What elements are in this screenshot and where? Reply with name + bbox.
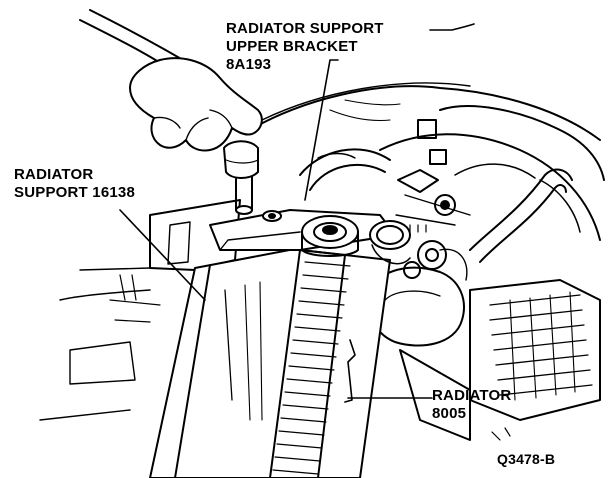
leader-bracket-top — [429, 23, 475, 31]
radiator-label-line1: RADIATOR — [432, 387, 512, 404]
radiator-label-line2: 8005 — [432, 405, 467, 422]
radiator-label: RADIATOR 8005 — [432, 387, 511, 423]
radiator-core — [149, 247, 391, 478]
upper-bracket-label-line2: UPPER BRACKET — [226, 38, 358, 55]
leader-lines — [119, 23, 475, 399]
upper-bracket-label-line3: 8A193 — [226, 56, 272, 73]
radiator-support-label: RADIATOR SUPPORT 16138 — [14, 166, 135, 202]
leader-support — [119, 209, 206, 301]
detail-marks — [109, 299, 511, 441]
figure-id: Q3478-B — [497, 451, 556, 467]
upper-bracket-label-line1: RADIATOR SUPPORT — [226, 20, 384, 37]
radiator-support-label-line1: RADIATOR — [14, 166, 94, 183]
radiator-support-label-line2: SUPPORT 16138 — [14, 184, 135, 201]
upper-bracket-label: RADIATOR SUPPORT UPPER BRACKET 8A193 — [226, 20, 384, 74]
hand-with-socket-wrench — [79, 9, 263, 215]
upper-bracket — [209, 209, 411, 265]
leader-bracket — [304, 59, 339, 201]
